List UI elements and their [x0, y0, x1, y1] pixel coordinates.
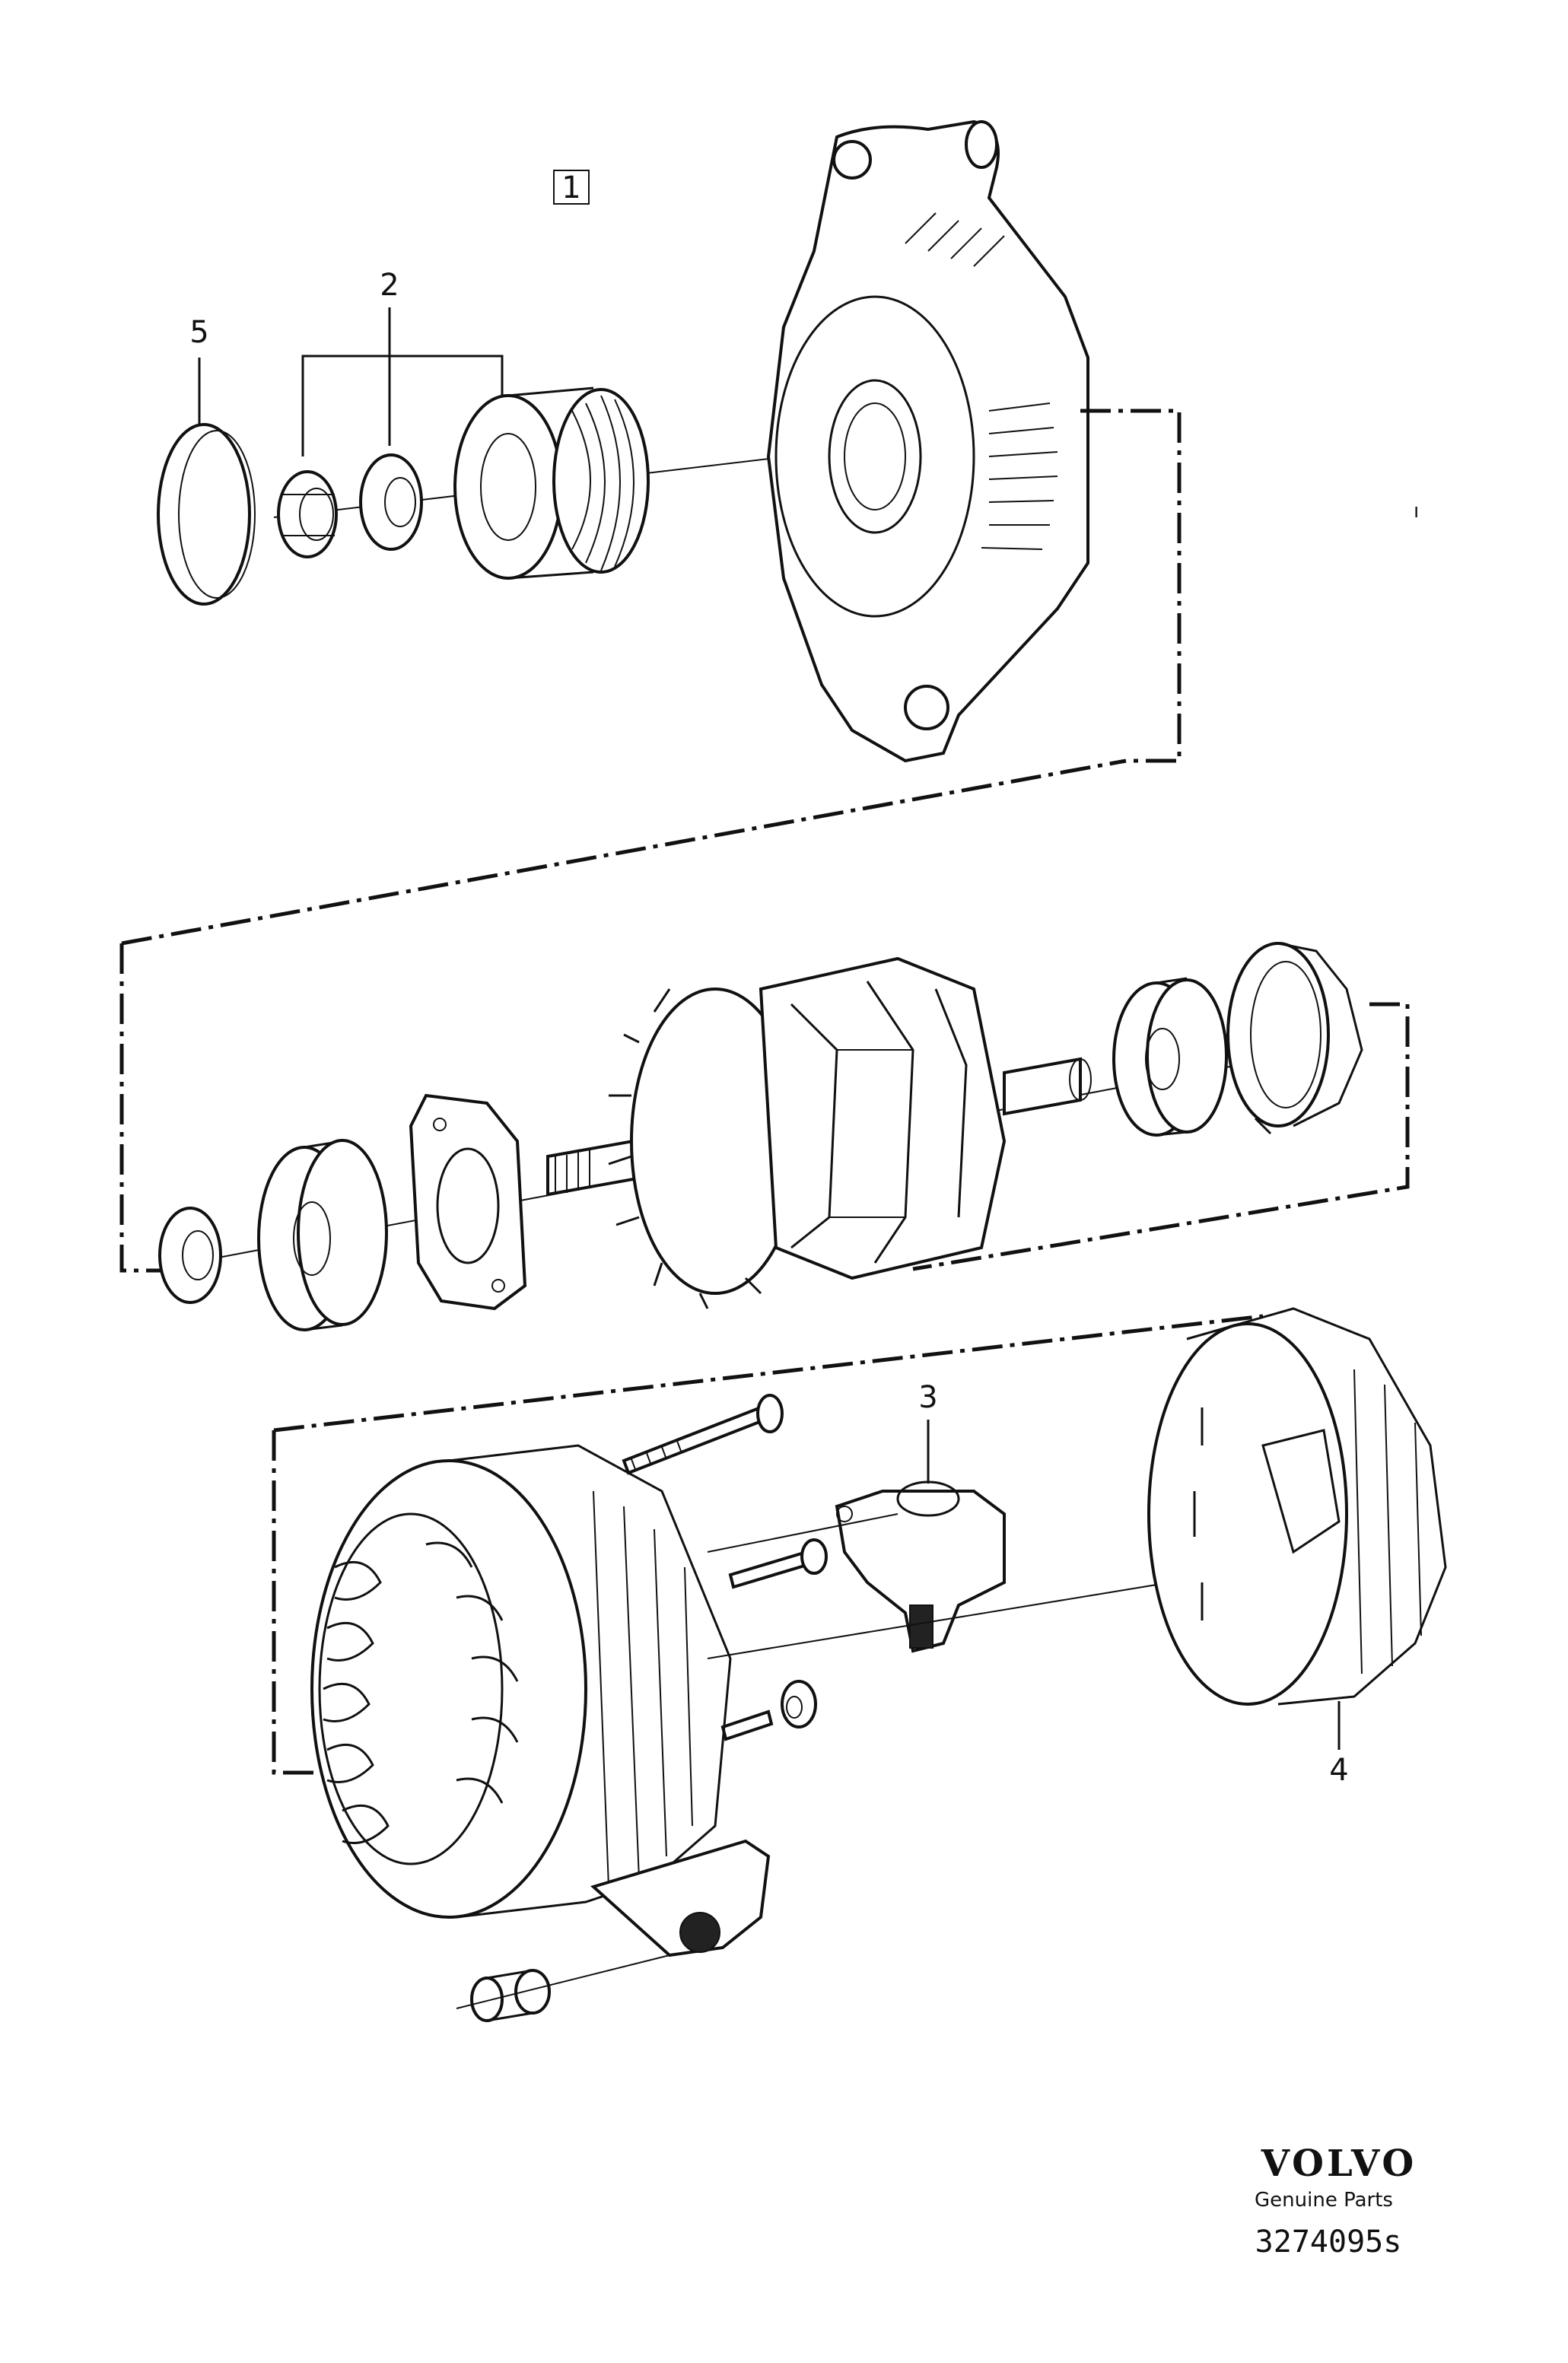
stud-bolt	[720, 1709, 774, 1741]
front-bearing	[257, 1139, 388, 1331]
pulley-nut	[277, 470, 338, 558]
stator-housing	[310, 1444, 771, 1958]
stray-mark: ı	[1414, 500, 1419, 523]
rotor	[546, 956, 1092, 1309]
bushing-axis-line	[456, 1954, 670, 2009]
brand-logo: VOLVO	[1261, 2142, 1417, 2185]
group-label-text: 1	[561, 170, 580, 205]
brand-tagline: Genuine Parts	[1255, 2189, 1393, 2212]
diagram-code: 3274095s	[1255, 2225, 1402, 2260]
dust-cap	[157, 423, 251, 606]
callout-4: 4	[1329, 1753, 1348, 1788]
callout-3: 3	[918, 1380, 937, 1415]
callout-5: 5	[189, 315, 208, 350]
connector-top-right	[1080, 409, 1182, 763]
pulley	[453, 386, 650, 580]
spacer-ring	[158, 1207, 222, 1304]
footer: VOLVO Genuine Parts 3274095s	[1255, 2142, 1417, 2260]
callout-2: 2	[380, 268, 399, 303]
group-label: 1	[553, 170, 590, 205]
connector-middle-right	[912, 1002, 1410, 1271]
regulator-axis-line	[707, 1513, 898, 1553]
callout-2-bracket	[301, 355, 504, 456]
bushing	[470, 1969, 551, 2022]
connector-middle-top	[121, 759, 1127, 946]
dust-cap-rim	[178, 430, 256, 599]
connector-bottom-top	[273, 1314, 1264, 1433]
voltage-regulator	[835, 1480, 1006, 1653]
pulley-washer	[359, 453, 423, 551]
rear-cover	[1147, 1307, 1447, 1706]
group-label-box	[553, 170, 590, 205]
connector-bottom-left	[272, 1430, 342, 1775]
regulator-screw	[728, 1538, 828, 1589]
front-housing	[766, 119, 1089, 763]
bearing-retainer-plate	[409, 1093, 527, 1311]
bearing-cover	[1226, 942, 1363, 1135]
through-bolt	[622, 1394, 784, 1475]
terminal-nut	[781, 1680, 817, 1729]
rear-bearing	[1112, 977, 1228, 1137]
